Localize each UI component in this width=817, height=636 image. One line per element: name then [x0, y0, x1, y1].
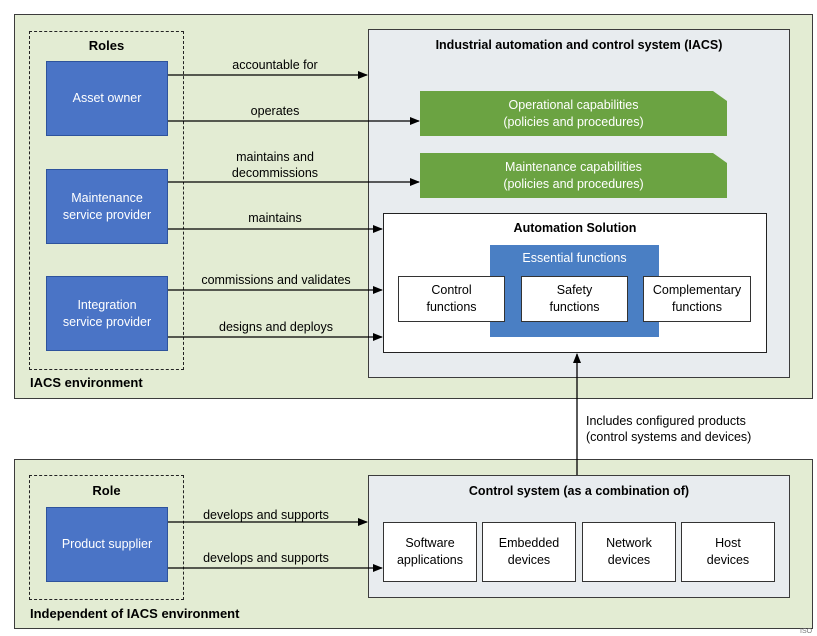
roles-group: Roles: [29, 31, 184, 370]
role-integration-service-provider: Integration service provider: [46, 276, 168, 351]
essential-functions-title: Essential functions: [522, 251, 627, 265]
label-develops-and-supports-1: develops and supports: [203, 508, 329, 522]
network-devices: Network devices: [582, 522, 676, 582]
control-functions: Control functions: [398, 276, 505, 322]
independent-environment-label: Independent of IACS environment: [30, 606, 240, 621]
role-asset-owner: Asset owner: [46, 61, 168, 136]
maintenance-capabilities-label: Maintenance capabilities (policies and p…: [503, 159, 644, 191]
iacs-environment-label: IACS environment: [30, 375, 143, 390]
control-system-title: Control system (as a combination of): [468, 484, 690, 498]
maintenance-capabilities: Maintenance capabilities (policies and p…: [420, 153, 727, 198]
operational-capabilities: Operational capabilities (policies and p…: [420, 91, 727, 136]
label-accountable-for: accountable for: [232, 58, 318, 72]
label-operates: operates: [250, 104, 300, 118]
role-product-supplier: Product supplier: [46, 507, 168, 582]
footer-mark: ISO: [800, 628, 813, 635]
label-includes-configured-products: Includes configured products (control sy…: [586, 414, 752, 444]
label-commissions-and-validates: commissions and validates: [201, 273, 351, 287]
operational-capabilities-shape: [420, 91, 727, 136]
role-maintenance-service-provider: Maintenance service provider: [46, 169, 168, 244]
software-applications: Software applications: [383, 522, 477, 582]
embedded-devices: Embedded devices: [482, 522, 576, 582]
iacs-title: Industrial automation and control system…: [435, 38, 723, 52]
label-maintains-and-decommissions: maintains and decommissions: [231, 150, 319, 180]
maintenance-capabilities-shape: [420, 153, 727, 198]
host-devices: Host devices: [681, 522, 775, 582]
operational-capabilities-label: Operational capabilities (policies and p…: [503, 97, 644, 129]
roles-title: Roles: [88, 38, 125, 53]
automation-solution-title: Automation Solution: [513, 221, 637, 235]
role-title: Role: [92, 483, 121, 498]
safety-functions: Safety functions: [521, 276, 628, 322]
label-designs-and-deploys: designs and deploys: [219, 320, 333, 334]
label-maintains: maintains: [248, 211, 302, 225]
role-group: Role: [29, 475, 184, 600]
label-develops-and-supports-2: develops and supports: [203, 551, 329, 565]
complementary-functions: Complementary functions: [643, 276, 751, 322]
